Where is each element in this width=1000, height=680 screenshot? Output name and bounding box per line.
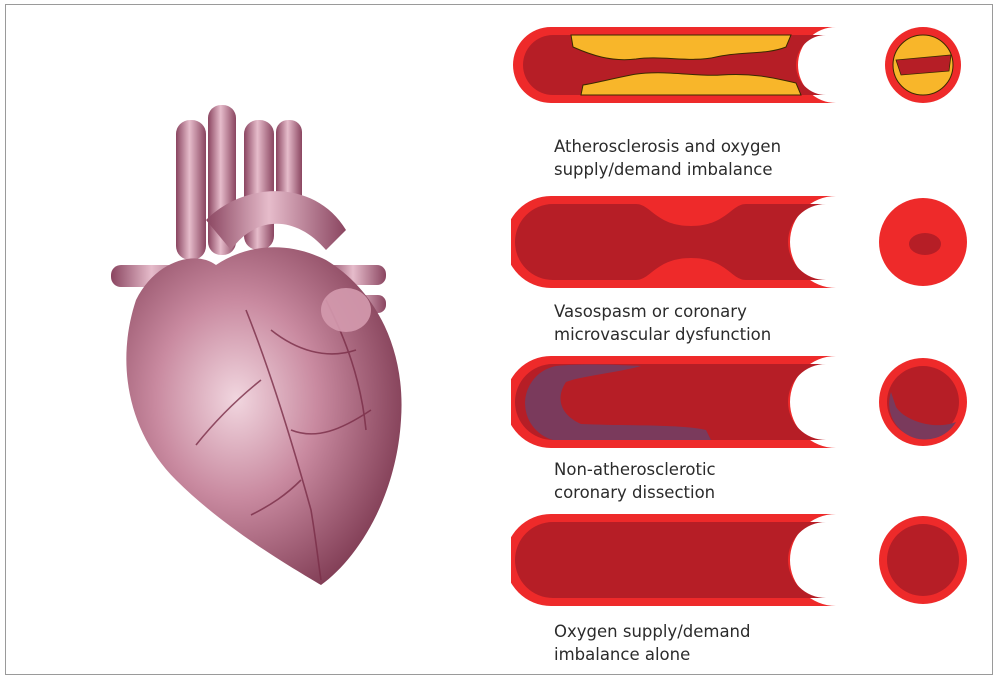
caption-vasospasm: Vasospasm or coronary microvascular dysf… (554, 300, 894, 346)
left-atrial-appendage (321, 288, 371, 332)
panel-dissection: Non-atherosclerotic coronary dissection (511, 352, 981, 502)
heart-illustration (96, 100, 456, 590)
panel-vasospasm: Vasospasm or coronary microvascular dysf… (511, 192, 981, 342)
vessel-normal (511, 510, 981, 610)
panel-atherosclerosis: Atherosclerosis and oxygen supply/demand… (511, 25, 981, 175)
figure-frame: Atherosclerosis and oxygen supply/demand… (5, 4, 993, 675)
vessel-vasospasm (511, 192, 981, 292)
vessel-dissection (511, 352, 981, 452)
panel-imbalance: Oxygen supply/demand imbalance alone (511, 510, 981, 660)
caption-dissection: Non-atherosclerotic coronary dissection (554, 458, 894, 504)
caption-imbalance: Oxygen supply/demand imbalance alone (554, 620, 894, 666)
vessel-atherosclerosis (511, 25, 981, 105)
caption-atherosclerosis: Atherosclerosis and oxygen supply/demand… (554, 135, 894, 181)
